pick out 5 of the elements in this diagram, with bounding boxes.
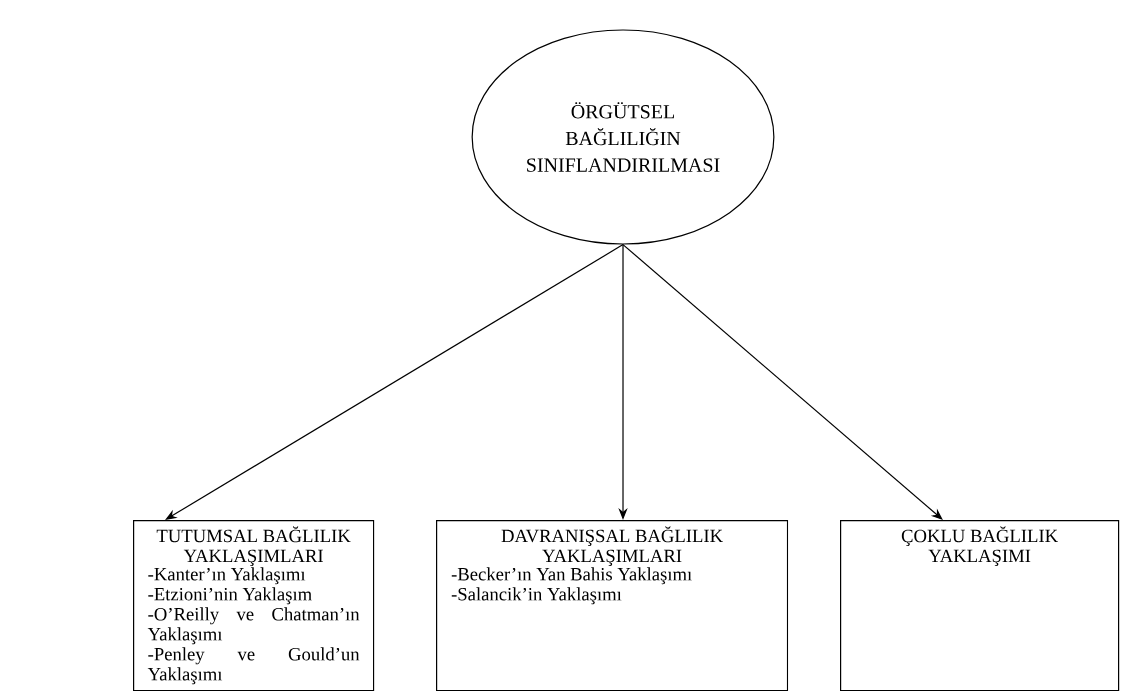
text-box: TUTUMSAL BAĞLILIK YAKLAŞIMLARI -Kanter’ın Yaklaşımı -Etzioni’nin Yaklaşım -O’Reilly ve Chatman’ın Yaklaşımı -Penley ve Gould’un Yaklaşımı <box>133 520 375 691</box>
text-box: DAVRANIŞSAL BAĞLILIK YAKLAŞIMLARI -Becker’ın Yan Bahis Yaklaşımı -Salancik’in Yaklaşımı <box>436 520 789 691</box>
text-box: ÇOKLU BAĞLILIK YAKLAŞIMI <box>840 520 1120 691</box>
arrow <box>622 244 943 520</box>
arrow <box>165 244 624 520</box>
